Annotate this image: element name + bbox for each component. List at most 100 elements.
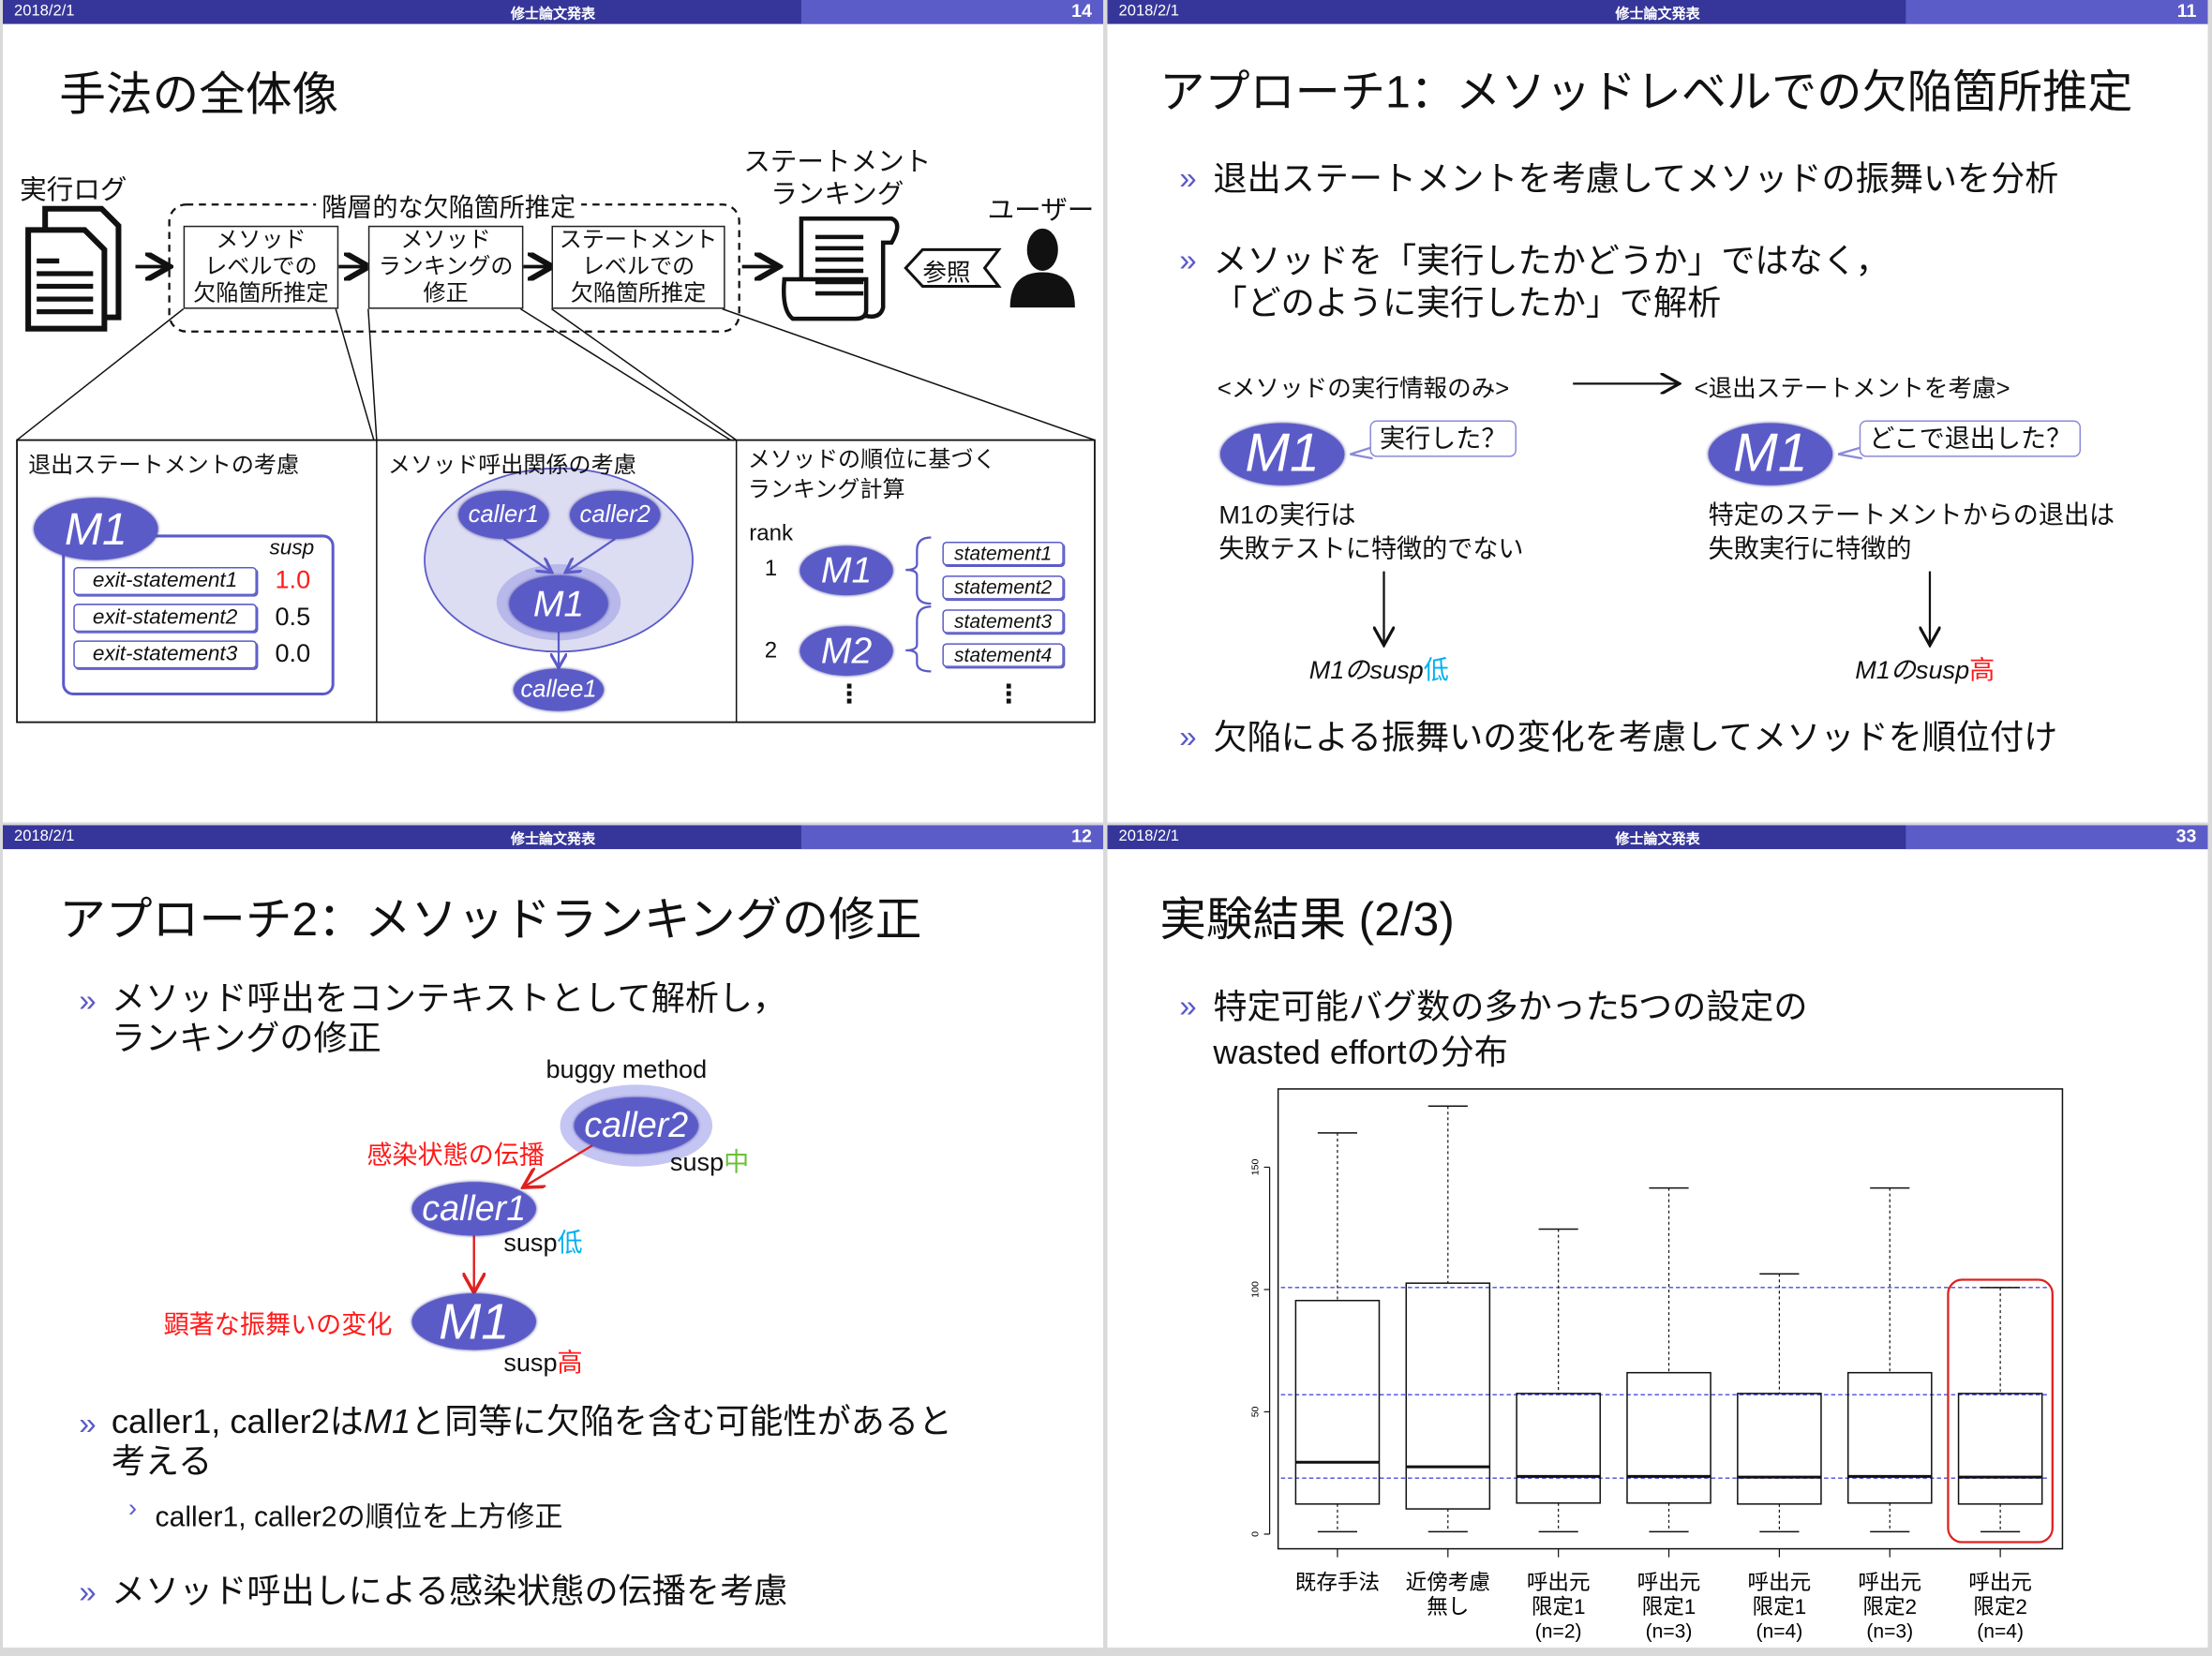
slide-title: 実験結果 (2/3)	[1159, 892, 1455, 946]
x-tick-label: (n=2)	[1535, 1620, 1582, 1642]
caller1-node: caller1	[458, 490, 549, 539]
iqr-box	[1294, 1299, 1381, 1505]
x-tick-label: 限定2	[1862, 1595, 1917, 1619]
header-date: 2018/2/1	[14, 828, 75, 845]
x-tick-label: 呼出元	[1527, 1571, 1591, 1594]
bullet-text-1: メソッド呼出をコンテキストとして解析し，ランキングの修正	[111, 980, 787, 1058]
susp-value-1: 1.0	[275, 565, 311, 594]
page-number: 14	[1071, 0, 1092, 22]
header-date: 2018/2/1	[1118, 828, 1180, 845]
statement-ranking-label: ステートメントランキング	[743, 148, 932, 211]
ranking-fix-box: メソッドランキングの修正	[367, 225, 524, 309]
x-tick-label: 呼出元	[1858, 1571, 1921, 1594]
x-tick-label: 呼出元	[1637, 1571, 1701, 1594]
slide-title: 手法の全体像	[59, 67, 339, 120]
slide-33[interactable]: 2018/2/1 修士論文発表 33 実験結果 (2/3) » 特定可能バグ数の…	[1107, 825, 2208, 1648]
bullet-text-3: メソッド呼出しによる感染状態の伝播を考慮	[111, 1573, 788, 1611]
bullet-icon: »	[1179, 989, 1197, 1024]
ellipsis-methods: ⋮	[836, 679, 862, 709]
caller1-node: caller1	[411, 1182, 536, 1236]
page-number: 12	[1071, 825, 1092, 847]
right-description: 特定のステートメントからの退出は失敗実行に特徴的	[1708, 500, 2115, 563]
exit-statement-2: exit-statement2	[73, 604, 257, 633]
highlight-box	[1947, 1278, 2054, 1544]
user-label: ユーザー	[987, 196, 1095, 226]
plot-frame	[1277, 1088, 2064, 1550]
bullet-text-1: 退出ステートメントを考慮してメソッドの振舞いを分析	[1213, 160, 2059, 200]
header-date: 2018/2/1	[1118, 3, 1180, 21]
m1-node: M1	[1708, 423, 1833, 485]
header-title: 修士論文発表	[1615, 832, 1700, 848]
exit-statement-1: exit-statement1	[73, 567, 257, 596]
buggy-method-label: buggy method	[546, 1054, 708, 1083]
right-result: M1のsusp高	[1855, 655, 1995, 684]
page-number: 33	[2175, 825, 2197, 847]
caller1-susp: susp低	[503, 1228, 583, 1258]
sub-bullet-icon: ›	[127, 1493, 137, 1523]
refer-label: 参照	[922, 259, 971, 287]
document-icon	[25, 205, 122, 332]
header-date: 2018/2/1	[14, 3, 75, 21]
scroll-ranking-icon	[782, 216, 900, 321]
x-tick-label: 限定1	[1753, 1595, 1807, 1619]
m1-node: M1	[509, 575, 608, 633]
m1-node: M1	[800, 545, 893, 596]
slide-11[interactable]: 2018/2/1 修士論文発表 11 アプローチ1：メソッドレベルでの欠陥箇所推…	[1107, 0, 2208, 823]
behavior-change-label: 顕著な振舞いの変化	[163, 1310, 393, 1339]
m1-node: M1	[1219, 423, 1345, 485]
iqr-box	[1626, 1371, 1711, 1504]
y-tick-label: 100	[1250, 1281, 1262, 1298]
refer-arrow-shape	[904, 247, 1002, 289]
left-result: M1のsusp低	[1308, 655, 1449, 684]
bullet-icon: »	[1179, 242, 1197, 278]
left-description: M1の実行は失敗テストに特徴的でない	[1218, 500, 1524, 563]
header-title: 修士論文発表	[1615, 7, 1700, 23]
user-icon	[1009, 228, 1075, 308]
susp-header: susp	[269, 535, 315, 560]
m2-node: M2	[800, 626, 893, 676]
bullet-icon: »	[79, 1574, 97, 1610]
x-tick-label: 近傍考慮	[1406, 1571, 1490, 1594]
x-tick-label: 限定1	[1642, 1595, 1696, 1619]
bullet-icon: »	[79, 1406, 97, 1442]
hierarchy-group-label: 階層的な欠陥箇所推定	[316, 187, 582, 225]
slide-12[interactable]: 2018/2/1 修士論文発表 12 アプローチ2：メソッドランキングの修正 »…	[3, 825, 1103, 1648]
bullet-text-2: メソッドを「実行したかどうか」ではなく，「どのように実行したか」で解析	[1213, 242, 1890, 323]
panel2-title: メソッド呼出関係の考慮	[387, 454, 636, 479]
speech-bubble-executed: 実行した？	[1369, 420, 1517, 457]
bullet-text-3: 欠陥による振舞いの変化を考慮してメソッドを順位付け	[1213, 719, 2058, 758]
x-tick-label: (n=4)	[1756, 1620, 1803, 1642]
speech-bubble-exit-where: どこで退出した？	[1859, 420, 2082, 457]
bullet-icon: »	[1179, 719, 1197, 755]
caller2-node: caller2	[570, 490, 661, 539]
execution-log-label: 実行ログ	[20, 176, 127, 206]
statement-4: statement4	[942, 643, 1064, 667]
x-tick-label: 限定2	[1973, 1595, 2027, 1619]
panel1-title: 退出ステートメントの考慮	[28, 454, 300, 479]
iqr-box	[1516, 1393, 1601, 1504]
x-tick-label: 無し	[1427, 1595, 1469, 1619]
header-title: 修士論文発表	[510, 7, 596, 23]
iqr-box	[1846, 1371, 1933, 1504]
bullet-text-2: caller1, caller2はM1と同等に欠陥を含む可能性があると考える	[111, 1403, 953, 1482]
y-tick-label: 150	[1250, 1159, 1262, 1176]
m1-node: M1	[411, 1292, 536, 1350]
callee1-node: callee1	[513, 668, 605, 711]
right-heading: <退出ステートメントを考慮>	[1694, 375, 2010, 402]
slide-header: 2018/2/1 修士論文発表 33	[1107, 825, 2208, 850]
exit-statement-3: exit-statement3	[73, 640, 257, 669]
x-tick-label: 限定1	[1532, 1595, 1586, 1619]
slide-title: アプローチ1：メソッドレベルでの欠陥箇所推定	[1159, 66, 2133, 117]
statement-level-box: ステートメントレベルでの欠陥箇所推定	[551, 225, 725, 309]
slide-14[interactable]: 2018/2/1 修士論文発表 14 手法の全体像	[3, 0, 1103, 823]
x-tick-label: (n=3)	[1866, 1620, 1913, 1642]
rank-label: rank	[749, 521, 794, 546]
header-title: 修士論文発表	[510, 832, 596, 848]
infection-label: 感染状態の伝播	[366, 1141, 545, 1170]
ellipsis-statements: ⋮	[995, 679, 1022, 709]
slide-header: 2018/2/1 修士論文発表 14	[3, 0, 1103, 24]
statement-1: statement1	[942, 541, 1064, 566]
iqr-box	[1405, 1282, 1491, 1510]
approach1-arrows	[1350, 0, 2208, 822]
